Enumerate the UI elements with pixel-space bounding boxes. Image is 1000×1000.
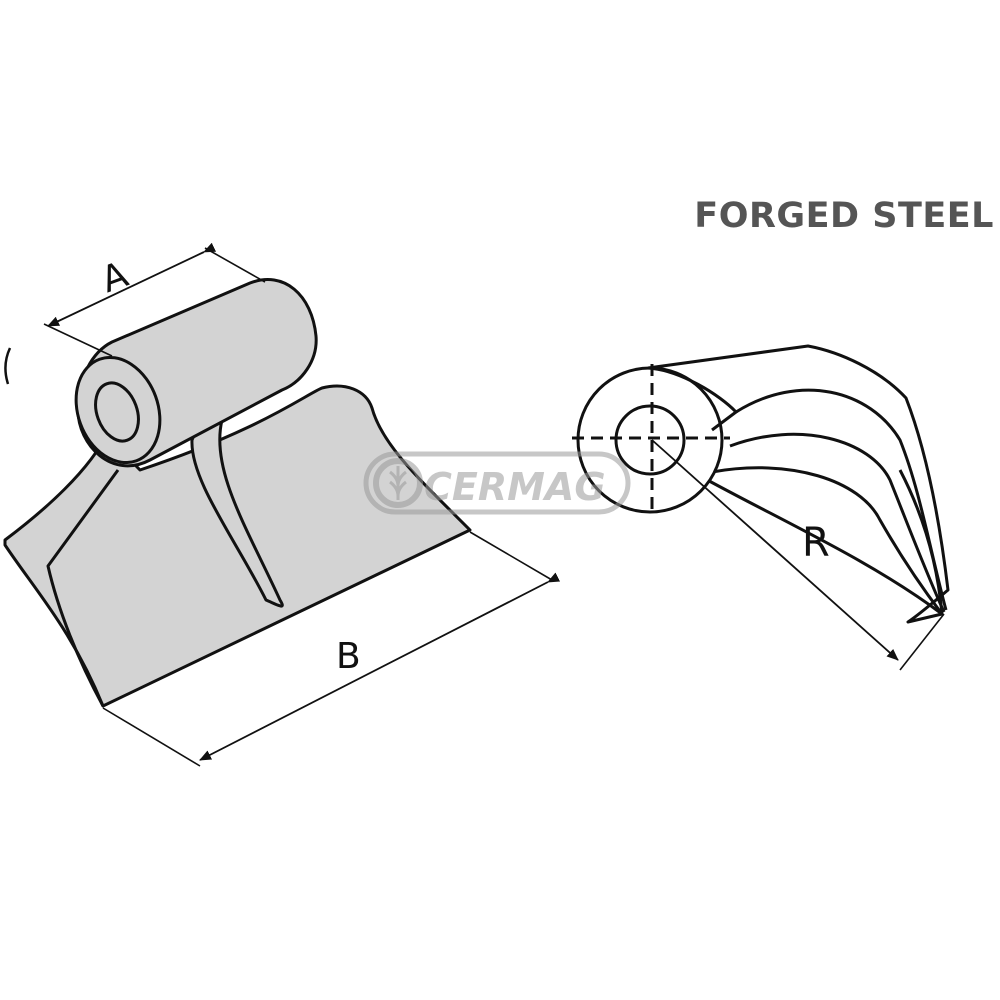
cermag-watermark: CERMAG xyxy=(363,451,631,515)
dimension-a-label: A xyxy=(96,254,134,301)
dimension-r-label: R xyxy=(802,520,830,566)
hammer-profile xyxy=(572,344,950,624)
dimension-b-extension-right xyxy=(469,531,553,581)
bushing-hole xyxy=(94,381,140,443)
profile-bore xyxy=(614,404,686,476)
dimension-b-line xyxy=(199,572,561,761)
dimension-a-extension-left xyxy=(43,323,113,357)
watermark-frame xyxy=(363,451,631,515)
dimension-a-line xyxy=(47,242,217,327)
dimension-r: R xyxy=(651,439,945,671)
hammer-body xyxy=(3,278,472,708)
watermark-brand: CERMAG xyxy=(424,465,606,509)
profile-edge-3 xyxy=(711,466,944,615)
dimension-b-extension-left xyxy=(102,707,201,767)
dimension-b-label: B xyxy=(336,636,361,677)
wheat-gear-logo-icon xyxy=(373,458,423,508)
blade-bevel-line xyxy=(46,469,120,707)
dimension-r-line xyxy=(651,439,899,661)
dimension-r-extension xyxy=(899,613,945,671)
profile-edge-2 xyxy=(729,432,946,613)
title-forged-steel: FORGED STEEL xyxy=(694,196,994,236)
dimension-b: B xyxy=(102,531,561,767)
dimension-a-extension-right xyxy=(204,247,266,283)
profile-neck xyxy=(647,366,739,432)
profile-edge-1 xyxy=(735,388,948,611)
cropped-edge-mark xyxy=(4,347,12,385)
